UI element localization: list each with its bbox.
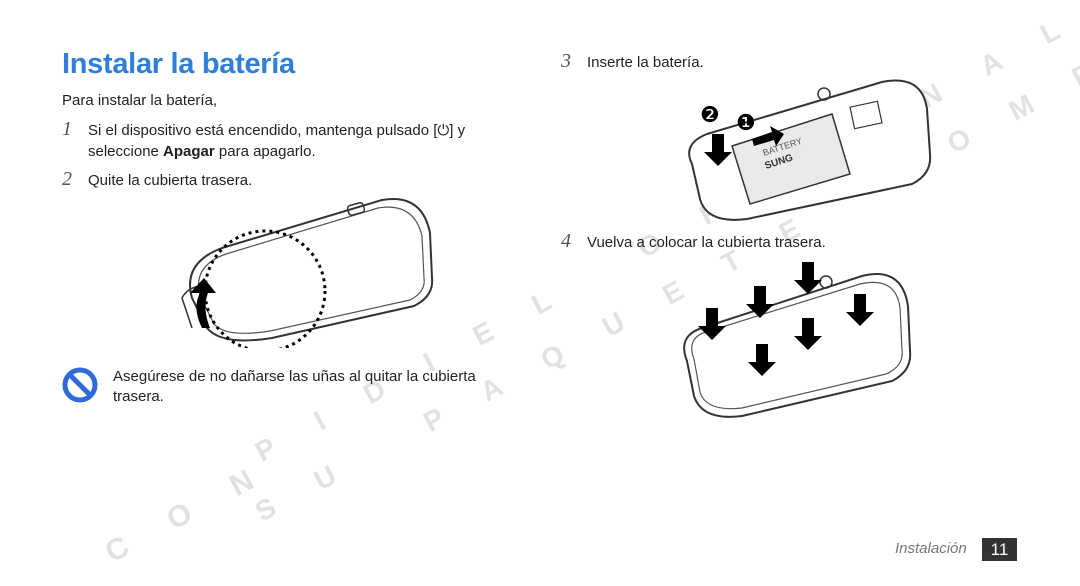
page-number: 11 — [982, 538, 1017, 561]
step-number: 4 — [561, 230, 571, 252]
intro-text: Para instalar la batería, — [62, 92, 218, 109]
step-4: 4 Vuelva a colocar la cubierta trasera. — [561, 230, 826, 252]
step-3: 3 Inserte la batería. — [561, 50, 704, 72]
warning-icon — [62, 367, 98, 403]
page-title: Instalar la batería — [62, 48, 295, 80]
step-number: 2 — [62, 168, 72, 190]
warning-note: Asegúrese de no dañarse las uñas al quit… — [113, 368, 476, 405]
callout-1: ❶ — [736, 111, 756, 136]
replace-cover-illustration — [683, 262, 912, 418]
insert-battery-illustration: BATTERY SUNG ❷ ❶ — [688, 79, 932, 221]
callout-2: ❷ — [700, 103, 720, 128]
step-number: 1 — [62, 118, 72, 140]
step-2: 2 Quite la cubierta trasera. — [62, 168, 253, 190]
power-icon: ⏻ — [437, 122, 450, 139]
step-number: 3 — [561, 50, 571, 72]
step-1: 1 Si el dispositivo está encendido, mant… — [62, 118, 466, 161]
remove-cover-illustration — [181, 198, 434, 348]
footer-section: Instalación — [895, 540, 967, 557]
apagar-label: Apagar — [163, 143, 215, 160]
